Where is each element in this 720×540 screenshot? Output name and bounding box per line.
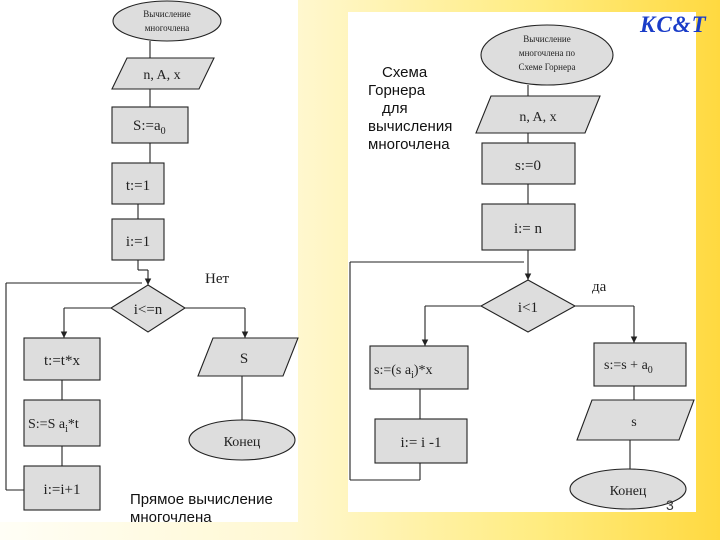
left-s-init-block <box>111 106 189 144</box>
left-output-text: S <box>240 351 248 367</box>
right-end-terminal <box>569 468 687 510</box>
horner-caption-line-3: для <box>382 100 408 117</box>
left-end-terminal <box>188 419 296 461</box>
right-s-init-text: s:=0 <box>515 158 541 174</box>
right-end-text: Конец <box>610 484 647 499</box>
direct-caption-line-2: многочлена <box>130 509 212 526</box>
left-s-update-text: S:=S a <box>28 417 66 432</box>
right-start-line-2: многочлена по <box>519 48 576 58</box>
left-condition-text: i<=n <box>134 302 163 318</box>
left-i-init-block <box>111 218 165 261</box>
left-s-update-tail: *t <box>68 417 79 432</box>
right-s-update-text: s:=(s a <box>374 363 412 378</box>
right-s-update-sub: i <box>411 370 414 381</box>
left-i-update-text: i:=i+1 <box>44 482 81 498</box>
left-t-update-text: t:=t*x <box>44 353 80 369</box>
right-i-update-block <box>374 418 468 464</box>
page-number: 3 <box>666 497 674 513</box>
left-output-block <box>197 337 299 377</box>
right-condition-label: да <box>592 279 607 295</box>
left-t-init-text: t:=1 <box>126 178 150 194</box>
right-input-text: n, A, x <box>519 110 556 125</box>
left-i-init-text: i:=1 <box>126 234 150 250</box>
right-output-block <box>576 399 695 441</box>
left-start-line-2: многочлена <box>145 23 190 33</box>
left-s-init-text: S:=a <box>133 118 161 134</box>
left-flowchart: Вычисление многочлена n, A, x S:=a0 t:=1… <box>5 0 299 511</box>
left-end-text: Конец <box>224 435 261 450</box>
horner-caption-line-1: Схема <box>382 64 428 81</box>
horner-caption-line-2: Горнера <box>368 82 426 99</box>
right-i-update-text: i:= i -1 <box>401 435 442 451</box>
left-start-terminal <box>112 0 222 42</box>
left-s-update-sub: i <box>65 424 68 435</box>
horner-caption-line-4: вычисления <box>368 118 453 135</box>
left-start-line-1: Вычисление <box>143 9 191 19</box>
kct-logo: KC&T <box>640 12 707 37</box>
right-start-terminal <box>480 24 614 86</box>
left-condition-label: Нет <box>205 271 229 287</box>
right-s-init-block <box>481 142 576 185</box>
svg-text:S:=S ai*t: S:=S ai*t <box>28 417 79 435</box>
svg-text:s:=s + a0: s:=s + a0 <box>604 358 653 376</box>
left-i-update-block <box>23 465 101 511</box>
right-s-final-sub: 0 <box>648 365 653 376</box>
right-flowchart: Вычисление многочлена по Схеме Горнера n… <box>349 24 695 510</box>
left-s-update-block <box>23 399 101 447</box>
right-condition-diamond <box>479 279 577 333</box>
left-t-init-block <box>111 162 165 205</box>
right-i-init-block <box>481 203 576 251</box>
right-start-line-1: Вычисление <box>523 34 571 44</box>
horner-caption-line-5: многочлена <box>368 136 450 153</box>
direct-caption: Прямое вычисление многочлена <box>130 491 273 527</box>
right-start-line-3: Схеме Горнера <box>519 62 576 72</box>
left-condition-diamond <box>109 284 187 333</box>
right-output-text: s <box>631 415 636 430</box>
right-condition-text: i<1 <box>518 300 538 316</box>
right-s-final-text: s:=s + a <box>604 358 649 373</box>
right-s-update-tail: )*x <box>414 363 433 378</box>
direct-caption-line-1: Прямое вычисление <box>130 491 273 508</box>
right-s-final-block <box>593 342 687 387</box>
left-input-text: n, A, x <box>143 68 180 83</box>
left-input-block <box>111 57 215 90</box>
right-input-block <box>475 95 601 134</box>
left-t-update-block <box>23 337 101 381</box>
left-s-init-sub: 0 <box>161 126 166 137</box>
right-i-init-text: i:= n <box>514 221 543 237</box>
svg-text:s:=(s ai)*x: s:=(s ai)*x <box>374 363 433 381</box>
right-s-update-block <box>369 345 469 390</box>
horner-caption: Схема Горнера для вычисления многочлена <box>368 64 452 154</box>
svg-text:S:=a0: S:=a0 <box>133 118 166 137</box>
